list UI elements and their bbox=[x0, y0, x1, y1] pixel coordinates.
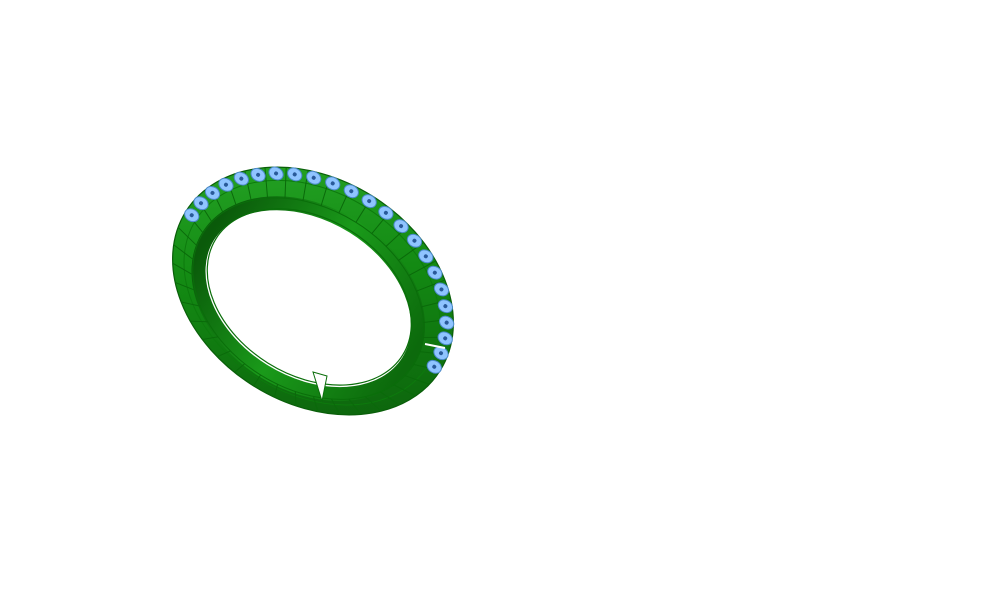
gem-core bbox=[443, 336, 448, 341]
gem bbox=[433, 346, 449, 361]
gem bbox=[426, 359, 442, 374]
ring-facet-line bbox=[273, 384, 279, 398]
gem-core bbox=[199, 201, 204, 206]
gem bbox=[343, 184, 359, 199]
ring-facet-line bbox=[177, 226, 198, 247]
gem-core bbox=[383, 210, 388, 215]
gem bbox=[378, 205, 394, 220]
ring-facet-line bbox=[331, 398, 341, 415]
gem-core bbox=[210, 190, 215, 195]
gem bbox=[233, 171, 249, 186]
ring-facet-line bbox=[364, 396, 382, 412]
gem-core bbox=[330, 181, 335, 186]
gem-core bbox=[439, 351, 444, 356]
ring-facet-line bbox=[348, 398, 362, 415]
ring-facet-line bbox=[408, 260, 437, 276]
gem-core bbox=[399, 224, 404, 229]
ring-facet-line bbox=[172, 262, 194, 276]
ring-facet-line bbox=[416, 279, 446, 292]
ring-inner-edge bbox=[206, 208, 412, 386]
ring-facet-line bbox=[404, 375, 430, 385]
gem bbox=[427, 265, 443, 280]
gem bbox=[184, 208, 200, 223]
gem-core bbox=[443, 304, 448, 309]
gem bbox=[437, 299, 453, 314]
ring-facet-line bbox=[312, 396, 319, 412]
gem-core bbox=[423, 254, 428, 259]
gem-core bbox=[367, 199, 372, 204]
ring-facet-line bbox=[393, 384, 416, 397]
gem-core bbox=[432, 364, 437, 369]
gem bbox=[287, 167, 303, 182]
gem-core bbox=[432, 270, 437, 275]
gem-core bbox=[444, 320, 449, 325]
gem bbox=[306, 170, 322, 185]
gem bbox=[406, 233, 423, 248]
gem-core bbox=[311, 175, 316, 180]
ring-inner-wall bbox=[191, 196, 425, 402]
ring-facet-line bbox=[294, 391, 297, 406]
ring-facet-line bbox=[264, 167, 269, 199]
gem bbox=[250, 167, 266, 182]
gem-core bbox=[239, 176, 244, 181]
ring-facet-line bbox=[217, 350, 231, 358]
ring-facet-line bbox=[190, 320, 208, 323]
gem bbox=[418, 249, 434, 264]
gem bbox=[361, 194, 377, 209]
gem-core bbox=[189, 213, 194, 218]
gem-core bbox=[274, 171, 279, 176]
gem bbox=[268, 166, 284, 181]
ring-facet-line bbox=[180, 301, 201, 307]
ring-notch bbox=[312, 371, 328, 402]
ring-seam bbox=[424, 343, 446, 349]
gem-core bbox=[412, 238, 417, 243]
ring-facet-line bbox=[379, 391, 400, 406]
gem bbox=[437, 331, 453, 346]
gem bbox=[433, 282, 450, 297]
gem bbox=[325, 176, 341, 191]
gem-core bbox=[439, 287, 444, 292]
gem bbox=[204, 185, 221, 200]
gem bbox=[193, 196, 209, 211]
gem-core bbox=[256, 172, 261, 177]
gem-core bbox=[349, 189, 354, 194]
gem-core bbox=[292, 172, 297, 177]
gem bbox=[218, 177, 234, 192]
gem bbox=[439, 315, 455, 330]
ring-facet-line bbox=[253, 374, 261, 387]
ring-facet-line bbox=[284, 167, 287, 199]
ring-facet-line bbox=[174, 282, 196, 291]
ring-facet-line bbox=[234, 363, 245, 373]
gem bbox=[393, 219, 409, 234]
ring-facet-line bbox=[202, 336, 219, 341]
gem-core bbox=[223, 182, 228, 187]
ring-facet-line bbox=[173, 244, 194, 261]
